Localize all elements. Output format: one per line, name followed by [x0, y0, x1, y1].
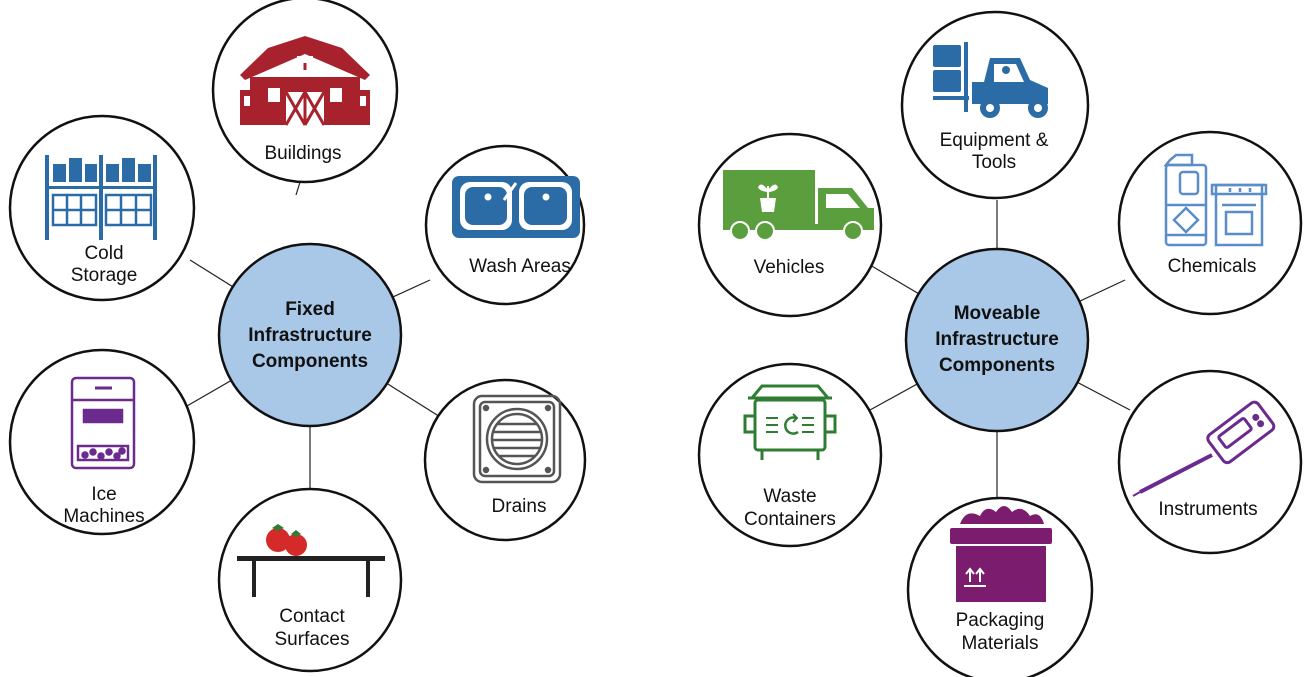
equipment-line2: Tools [972, 152, 1016, 173]
cold-storage-icon [45, 155, 157, 240]
node-cold-storage: Cold Storage [8, 114, 196, 302]
truck-icon [723, 170, 874, 241]
packaging-line1: Packaging [956, 610, 1045, 631]
contact-surfaces-line1: Contact [279, 606, 345, 627]
moveable-hub-line3: Components [939, 355, 1055, 376]
waste-line1: Waste [763, 486, 816, 507]
node-contact-surfaces: Contact Surfaces [217, 487, 403, 673]
node-wash-areas: Wash Areas [424, 144, 586, 306]
node-buildings: Buildings [211, 0, 399, 184]
compost-bin-icon [743, 384, 837, 460]
chemicals-label: Chemicals [1168, 256, 1257, 277]
node-chemicals: Chemicals [1117, 130, 1303, 316]
chemical-containers-icon [1163, 153, 1268, 247]
vehicles-label: Vehicles [754, 257, 825, 278]
node-vehicles: Vehicles [697, 132, 883, 318]
node-packaging-materials: Packaging Materials [906, 496, 1094, 677]
cold-storage-line1: Cold [84, 243, 123, 264]
sink-icon [452, 176, 580, 238]
cold-storage-line2: Storage [71, 265, 138, 286]
ice-machines-line1: Ice [91, 484, 116, 505]
fixed-hub-line2: Infrastructure [248, 325, 372, 346]
ice-machines-line2: Machines [63, 506, 144, 527]
table-tomatoes-icon [237, 524, 385, 597]
equipment-line1: Equipment & [940, 130, 1049, 151]
fixed-hub-line3: Components [252, 351, 368, 372]
fixed-hub: Fixed Infrastructure Components [217, 242, 403, 428]
drains-label: Drains [492, 496, 547, 517]
contact-surfaces-line2: Surfaces [275, 629, 350, 650]
drain-icon [472, 394, 562, 484]
waste-line2: Containers [744, 509, 836, 530]
moveable-hub: Moveable Infrastructure Components [904, 247, 1090, 433]
produce-box-icon [950, 506, 1052, 602]
moveable-hub-line1: Moveable [954, 303, 1041, 324]
wash-areas-label: Wash Areas [469, 256, 571, 277]
forklift-icon [933, 42, 1048, 118]
node-waste-containers: Waste Containers [697, 362, 883, 548]
thermometer-probe-icon [1132, 400, 1276, 497]
fixed-hub-line1: Fixed [285, 299, 335, 320]
node-instruments: Instruments [1117, 369, 1303, 555]
node-drains: Drains [423, 378, 587, 542]
node-ice-machines: Ice Machines [8, 348, 196, 536]
ice-machine-icon [70, 376, 136, 470]
moveable-hub-line2: Infrastructure [935, 329, 1059, 350]
packaging-line2: Materials [961, 633, 1038, 654]
buildings-label: Buildings [264, 143, 341, 164]
instruments-label: Instruments [1158, 499, 1257, 520]
barn-icon [240, 36, 370, 126]
node-equipment-tools: Equipment & Tools [900, 10, 1090, 200]
